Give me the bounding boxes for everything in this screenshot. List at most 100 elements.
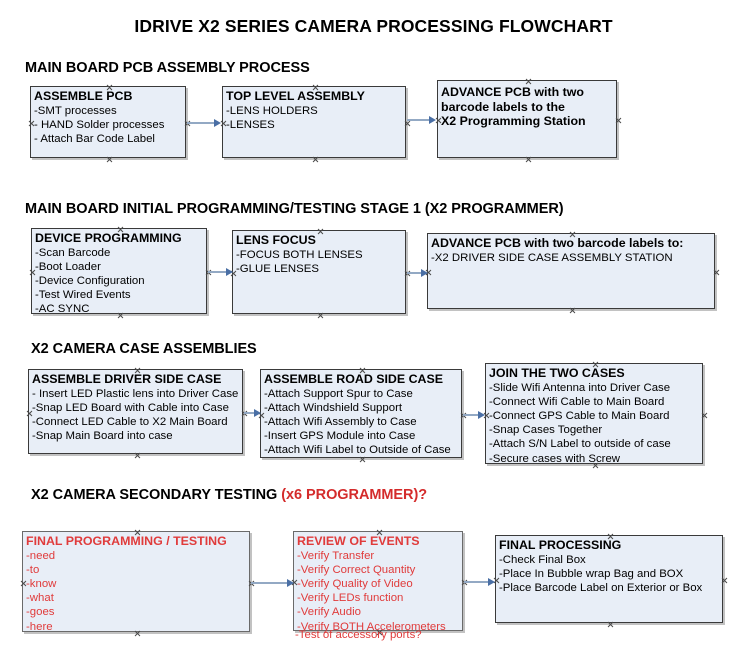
node-item: -GLUE LENSES [236, 262, 319, 275]
connector-line [251, 582, 288, 584]
node-title: REVIEW OF EVENTS [297, 534, 420, 548]
node-item: - Attach Bar Code Label [34, 132, 155, 145]
node-item: -Connect Wifi Cable to Main Board [489, 395, 665, 408]
connection-handle-bottom[interactable] [106, 156, 113, 163]
section-heading-x2-camera-secondary-testing: X2 CAMERA SECONDARY TESTING (x6 PROGRAMM… [31, 487, 427, 503]
node-final-programming-testing[interactable]: FINAL PROGRAMMING / TESTING -need -to -k… [22, 531, 250, 634]
node-assemble-road-side-case[interactable]: ASSEMBLE ROAD SIDE CASE -Attach Support … [260, 369, 462, 458]
section-heading-main-board-pcb-assembly-process: MAIN BOARD PCB ASSEMBLY PROCESS [25, 60, 310, 76]
connector-line [187, 122, 215, 124]
node-item: -Connect GPS Cable to Main Board [489, 409, 670, 422]
node-item: -Verify BOTH Accelerometers [297, 620, 446, 633]
node-item: -Device Configuration [35, 274, 145, 287]
node-title-line: X2 Programming Station [441, 114, 586, 128]
node-item: -Verify LEDs function [297, 592, 404, 605]
node-title: JOIN THE TWO CASES [489, 366, 625, 380]
node-item: -Secure cases with Screw [489, 452, 621, 465]
node-item: -Snap LED Board with Cable into Case [32, 401, 229, 414]
connector-line [464, 581, 489, 583]
node-item: -Insert GPS Module into Case [264, 430, 416, 443]
node-item: -know [26, 577, 57, 590]
node-item: -Check Final Box [499, 553, 586, 566]
node-item: -X2 DRIVER SIDE CASE ASSEMBLY STATION [431, 251, 673, 264]
section-heading-text: X2 CAMERA SECONDARY TESTING [31, 487, 282, 503]
node-items: -Slide Wifi Antenna into Driver Case -Co… [489, 381, 702, 466]
node-items: -LENS HOLDERS -LENSES [226, 104, 405, 132]
connector-line [407, 119, 430, 121]
node-item: -here [26, 620, 53, 633]
node-item: - HAND Solder processes [34, 118, 165, 131]
node-items: -Check Final Box -Place In Bubble wrap B… [499, 553, 722, 596]
page-title: IDRIVE X2 SERIES CAMERA PROCESSING FLOWC… [134, 16, 613, 36]
node-item: -Scan Barcode [35, 246, 111, 259]
node-title: FINAL PROGRAMMING / TESTING [26, 534, 227, 548]
node-item: -Attach Support Spur to Case [264, 387, 413, 400]
node-item: -Snap Cases Together [489, 424, 603, 437]
node-item: -LENSES [226, 118, 275, 131]
connection-handle-top[interactable] [525, 78, 532, 85]
node-items: -X2 DRIVER SIDE CASE ASSEMBLY STATION [431, 251, 714, 265]
node-title: ADVANCE PCB with two barcode labels to: [431, 236, 684, 250]
arrow-head-icon [287, 579, 294, 587]
node-item: -Verify Transfer [297, 549, 375, 562]
node-title: TOP LEVEL ASSEMBLY [226, 89, 365, 103]
node-assemble-driver-side-case[interactable]: ASSEMBLE DRIVER SIDE CASE - Insert LED P… [28, 369, 243, 454]
node-item: -Verify Quality of Video [297, 577, 413, 590]
arrow-head-icon [488, 578, 495, 586]
node-join-the-two-cases[interactable]: JOIN THE TWO CASES -Slide Wifi Antenna i… [485, 363, 703, 466]
node-device-programming[interactable]: DEVICE PROGRAMMING -Scan Barcode -Boot L… [31, 228, 207, 317]
connector-line [208, 271, 227, 273]
arrow-head-icon [421, 269, 428, 277]
node-item: -Place In Bubble wrap Bag and BOX [499, 567, 684, 580]
node-items: -need -to -know -what -goes -here [26, 549, 249, 634]
node-item: -Attach Wifi Assembly to Case [264, 415, 417, 428]
node-assemble-pcb[interactable]: ASSEMBLE PCB -SMT processes - HAND Solde… [30, 86, 186, 158]
node-item: -AC SYNC [35, 303, 90, 316]
node-item-overflow: -Test of accessory ports? [295, 629, 422, 641]
node-title: DEVICE PROGRAMMING [35, 231, 182, 245]
connection-handle-bottom[interactable] [607, 621, 614, 628]
node-advance-pcb-x2-programming-station[interactable]: ADVANCE PCB with two barcode labels to t… [437, 80, 617, 158]
connection-handle-bottom[interactable] [317, 312, 324, 319]
node-item: -Slide Wifi Antenna into Driver Case [489, 381, 671, 394]
node-item: -Test Wired Events [35, 289, 131, 302]
node-items: -SMT processes - HAND Solder processes -… [34, 104, 185, 147]
node-item: -Attach S/N Label to outside of case [489, 438, 671, 451]
node-item: -FOCUS BOTH LENSES [236, 248, 363, 261]
node-final-processing[interactable]: FINAL PROCESSING -Check Final Box -Place… [495, 535, 723, 623]
node-item: -SMT processes [34, 104, 117, 117]
arrow-head-icon [254, 409, 261, 417]
node-item: -Boot Loader [35, 260, 101, 273]
node-items: -Verify Transfer -Verify Correct Quantit… [297, 549, 462, 634]
node-item: -Connect LED Cable to X2 Main Board [32, 415, 228, 428]
section-heading-main-board-initial-programming: MAIN BOARD INITIAL PROGRAMMING/TESTING S… [25, 201, 564, 217]
connection-handle-bottom[interactable] [525, 156, 532, 163]
connection-handle-bottom[interactable] [134, 452, 141, 459]
node-title: LENS FOCUS [236, 233, 316, 247]
arrow-head-icon [226, 268, 233, 276]
node-item: -Attach Wifi Label to Outside of Case [264, 444, 451, 457]
connection-handle-bottom[interactable] [312, 156, 319, 163]
node-title-line: barcode labels to the [441, 99, 565, 114]
node-item: -Snap Main Board into case [32, 430, 173, 443]
node-item: -goes [26, 606, 55, 619]
section-heading-x2-camera-case-assemblies: X2 CAMERA CASE ASSEMBLIES [31, 341, 257, 357]
connection-handle-bottom[interactable] [569, 307, 576, 314]
node-item: -Attach Windshield Support [264, 401, 403, 414]
connector-line [244, 412, 255, 414]
node-items: - Insert LED Plastic lens into Driver Ca… [32, 387, 242, 444]
connection-handle-right[interactable] [713, 269, 720, 276]
arrow-head-icon [214, 119, 221, 127]
node-review-of-events[interactable]: REVIEW OF EVENTS -Verify Transfer -Verif… [293, 531, 463, 634]
node-item: -what [26, 592, 54, 605]
node-item: -LENS HOLDERS [226, 104, 318, 117]
node-items: -FOCUS BOTH LENSES -GLUE LENSES [236, 248, 405, 276]
node-top-level-assembly[interactable]: TOP LEVEL ASSEMBLY -LENS HOLDERS -LENSES [222, 86, 406, 158]
node-items: -Scan Barcode -Boot Loader -Device Confi… [35, 246, 206, 317]
node-item: -Verify Audio [297, 606, 361, 619]
node-title: FINAL PROCESSING [499, 538, 622, 552]
node-lens-focus[interactable]: LENS FOCUS -FOCUS BOTH LENSES -GLUE LENS… [232, 230, 406, 314]
node-title: ASSEMBLE ROAD SIDE CASE [264, 372, 443, 386]
node-advance-pcb-driver-side-case[interactable]: ADVANCE PCB with two barcode labels to: … [427, 233, 715, 309]
node-item: -Place Barcode Label on Exterior or Box [499, 581, 703, 594]
